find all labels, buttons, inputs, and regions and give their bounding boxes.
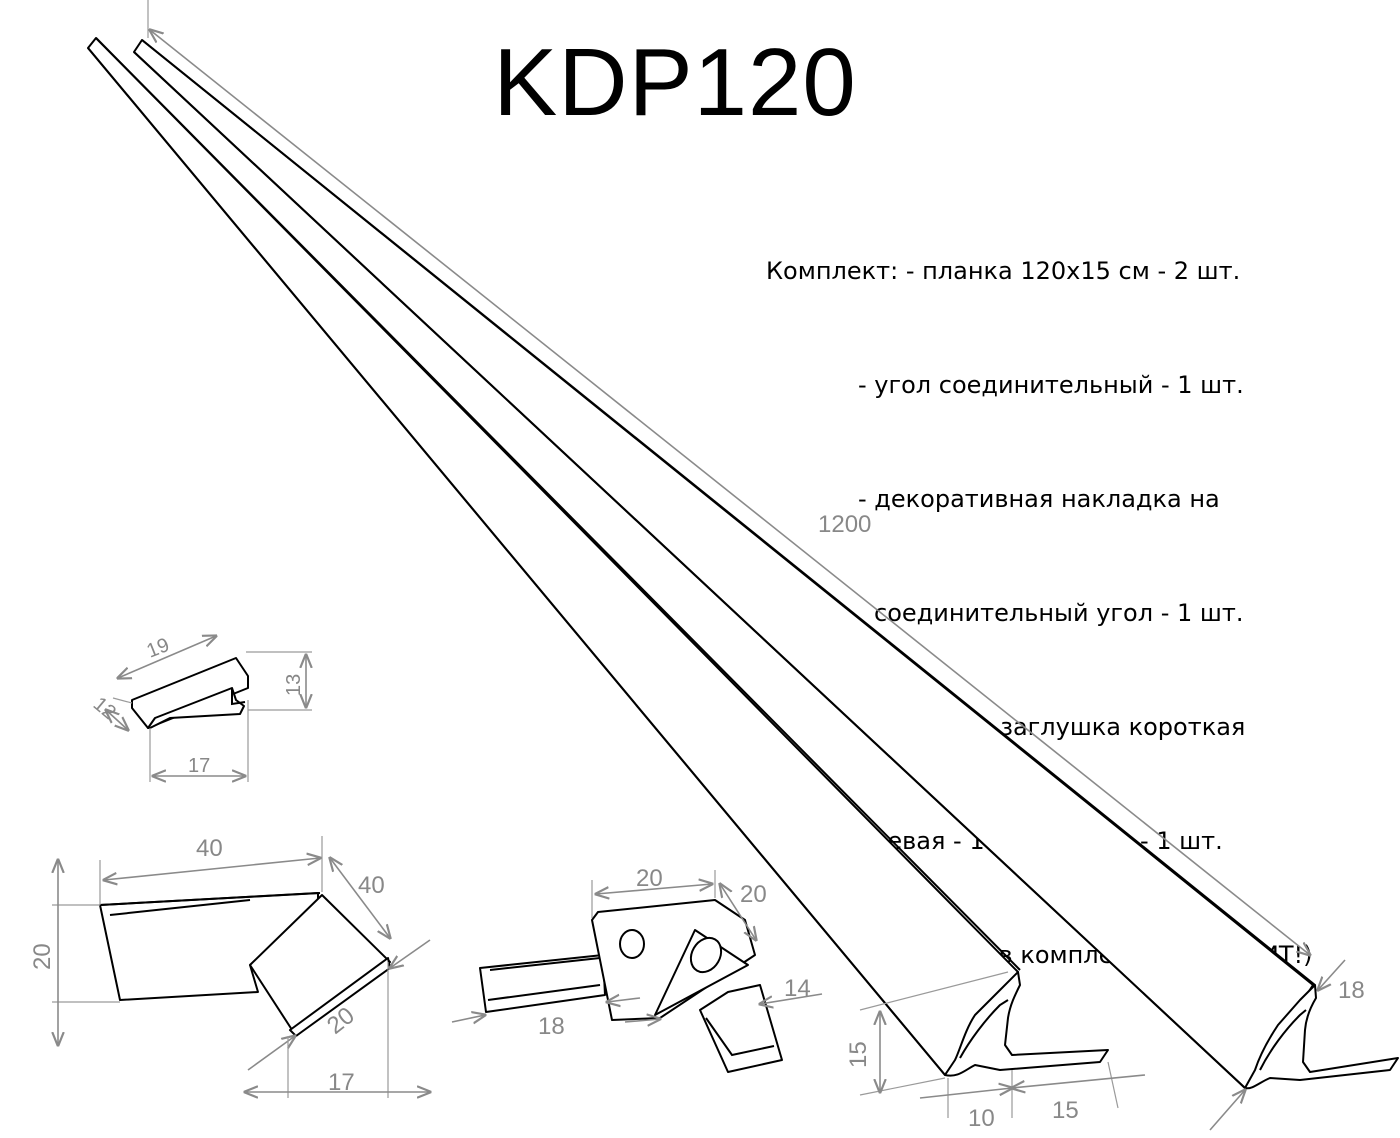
dim-joint-width: 14 — [784, 975, 811, 1002]
dim-profile-side-label: 18 — [1338, 977, 1365, 1004]
dim-profile-base-right: 15 — [1052, 1097, 1079, 1124]
end-cap: 19 12 13 17 — [89, 634, 312, 782]
dim-cap-length: 19 — [144, 634, 173, 663]
dim-corner-height: 20 — [29, 943, 56, 970]
dim-corner-side: 40 — [358, 872, 385, 899]
dim-joint-side: 20 — [740, 881, 767, 908]
dim-corner-base: 17 — [328, 1069, 355, 1096]
corner-joint: 20 20 14 18 — [451, 865, 823, 1073]
dim-length-label: 1200 — [818, 511, 871, 538]
dim-profile-base-left: 10 — [968, 1105, 995, 1132]
dim-cap-base: 17 — [188, 755, 210, 777]
dim-corner-top: 40 — [196, 835, 223, 862]
dim-joint-base: 18 — [538, 1013, 565, 1040]
corner-overlay: 40 40 20 20 17 — [29, 835, 430, 1098]
dim-cap-height: 13 — [283, 674, 305, 696]
dim-joint-top: 20 — [636, 865, 663, 892]
dim-profile-height: 15 — [845, 1041, 872, 1068]
dim-profile: 15 10 15 — [845, 971, 1146, 1132]
dim-length: 1200 — [148, 0, 1310, 955]
dim-profile-side: 18 — [1209, 959, 1365, 1131]
